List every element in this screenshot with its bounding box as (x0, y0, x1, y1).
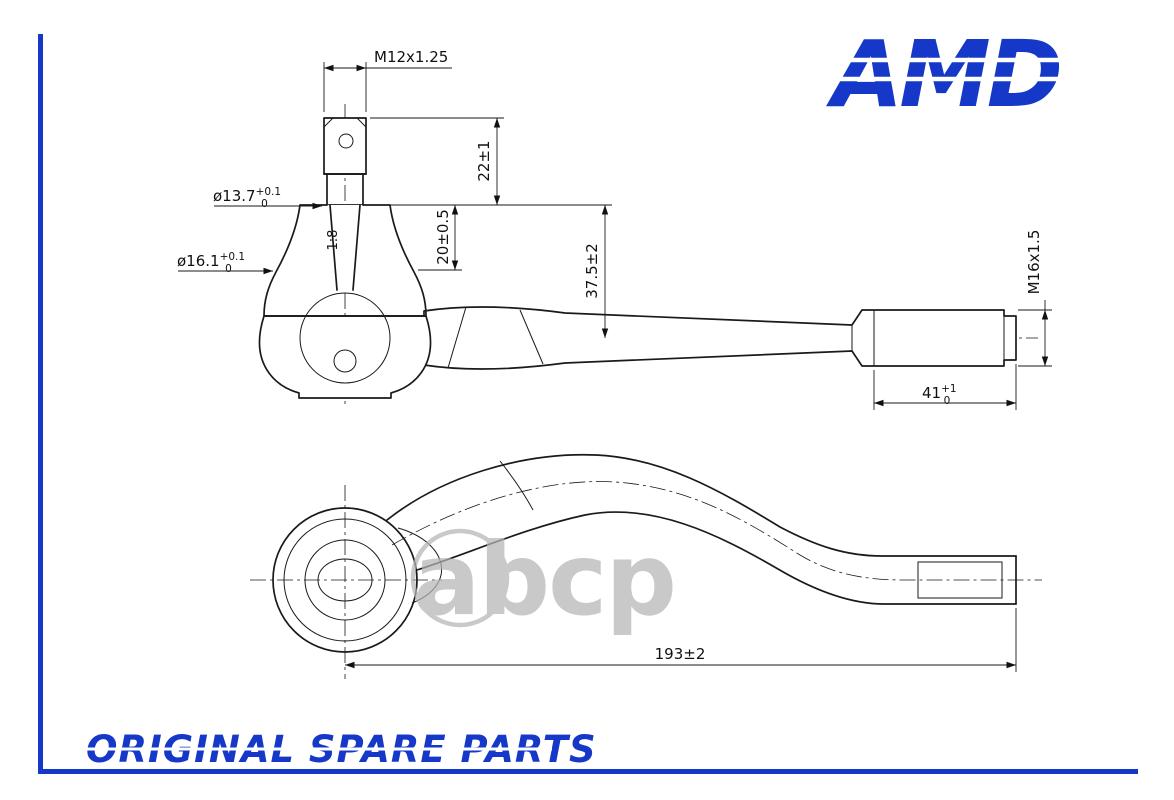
stud-chamfer (356, 117, 367, 128)
watermark-text: abcp (413, 521, 675, 638)
rod-body (423, 306, 1017, 370)
watermark-circle (410, 528, 510, 628)
cotter-pin-hole (338, 133, 354, 149)
ball-housing (258, 315, 432, 399)
ball-seat-detail (333, 349, 357, 373)
thread-hatch (873, 309, 1005, 367)
eye-bore (304, 539, 386, 621)
dim-label-center-height: 37.5±2 (583, 243, 601, 299)
dim-thread-top: M12x1.25 (323, 48, 452, 112)
eye-stud-top (317, 558, 373, 602)
frame-left-line (38, 34, 43, 774)
eye-inner-ring (283, 518, 407, 642)
dim-thread-side: M16x1.5 (1018, 230, 1052, 367)
stud-thread-section (323, 117, 367, 175)
boot-edge-line (397, 527, 442, 604)
arm-bottom-edge (416, 511, 1017, 605)
brand-logo: AMD (824, 21, 1160, 128)
side-view: M12x1.25 22±1 20±0.5 37.5±2 1:8 ø13.7+0.… (177, 48, 1052, 410)
stud-taper-left (329, 204, 338, 291)
dim-stud-length: 22±1 (370, 117, 612, 206)
dim-label-thread-side: M16x1.5 (1025, 230, 1043, 295)
arm-top-edge (386, 453, 1017, 557)
stud-taper-right (352, 204, 361, 291)
arm-centerline (391, 481, 1042, 581)
arm-forge-line (499, 460, 534, 511)
dim-center-height: 37.5±2 (583, 205, 609, 338)
ball-stud (323, 117, 367, 206)
dim-label-taper: 1:8 (326, 230, 341, 251)
watermark: abcp (410, 521, 677, 638)
dim-taper: 1:8 (326, 230, 341, 251)
brand-logo-text: AMD (826, 21, 1060, 128)
dim-boot-height: 20±0.5 (418, 205, 462, 271)
shaft-flat-detail (917, 561, 1003, 599)
frame-bottom-line (38, 769, 1138, 774)
dim-label-stud-length: 22±1 (475, 140, 493, 181)
dust-boot (263, 204, 427, 317)
dim-label-boot-height: 20±0.5 (434, 209, 452, 265)
brand-tagline: ORIGINAL SPARE PARTS (82, 728, 596, 771)
eye-outer-ring (272, 507, 418, 653)
ball-stud-sphere (299, 292, 391, 384)
dim-label-thread-top: M12x1.25 (374, 48, 448, 66)
rod-transition-line (447, 306, 467, 369)
dim-label-overall: 193±2 (655, 645, 706, 663)
rod-transition-line (519, 309, 544, 365)
dim-overall-length: 193±2 (345, 608, 1017, 672)
stud-chamfer (323, 117, 334, 128)
top-view: 193±2 (250, 453, 1042, 679)
sheet-frame (38, 34, 1138, 774)
